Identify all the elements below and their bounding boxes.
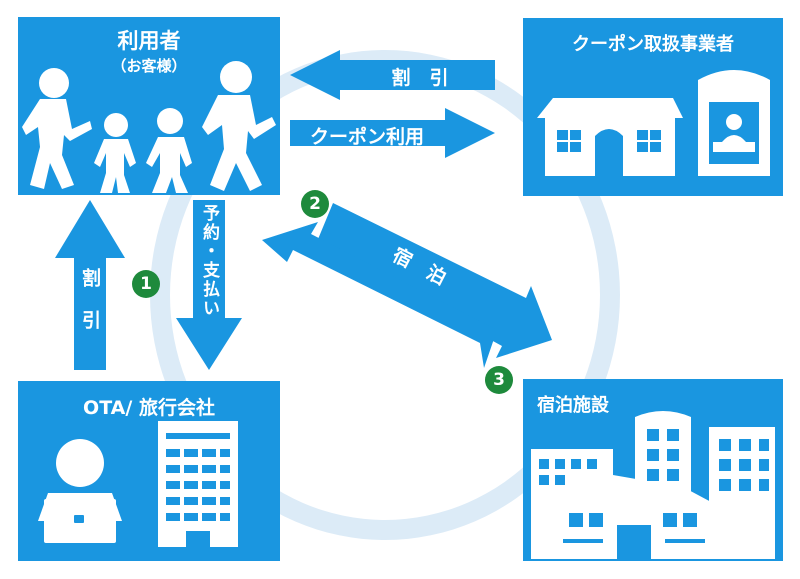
office-building-icon (537, 70, 770, 176)
discount-arrow-left (55, 200, 125, 370)
booking-payment-label: 予約・支払い (199, 204, 219, 318)
stay-arrow (316, 203, 552, 358)
building-windows (166, 433, 230, 547)
user-subtitle: （お客様） (111, 57, 187, 75)
ota-office-icon (38, 421, 238, 547)
step-1-badge: 1 (132, 270, 160, 298)
coupon-operator-title: クーポン取扱事業者 (572, 34, 734, 55)
coupon-use-label: クーポン利用 (309, 126, 424, 148)
discount-label-left: 割 引 (79, 268, 101, 331)
lodging-title: 宿泊施設 (537, 395, 609, 416)
coupon-use-arrow (290, 108, 495, 158)
discount-label-top: 割 引 (391, 67, 449, 89)
lodging-box: 宿泊施設 (523, 379, 783, 561)
user-title: 利用者 (117, 29, 181, 53)
user-box: 利用者 （お客様） (18, 17, 280, 195)
ota-box: OTA/ 旅行会社 (18, 381, 280, 561)
discount-arrow-top (290, 50, 495, 100)
coupon-handover-arrow (262, 222, 497, 368)
ota-title: OTA/ 旅行会社 (83, 397, 215, 419)
booking-payment-arrow (176, 200, 242, 370)
step-3-badge: 3 (485, 366, 513, 394)
people-icon (22, 61, 276, 193)
step-2-badge: 2 (301, 190, 329, 218)
coupon-operator-box: クーポン取扱事業者 (523, 18, 783, 196)
hotel-buildings-icon (531, 411, 775, 559)
